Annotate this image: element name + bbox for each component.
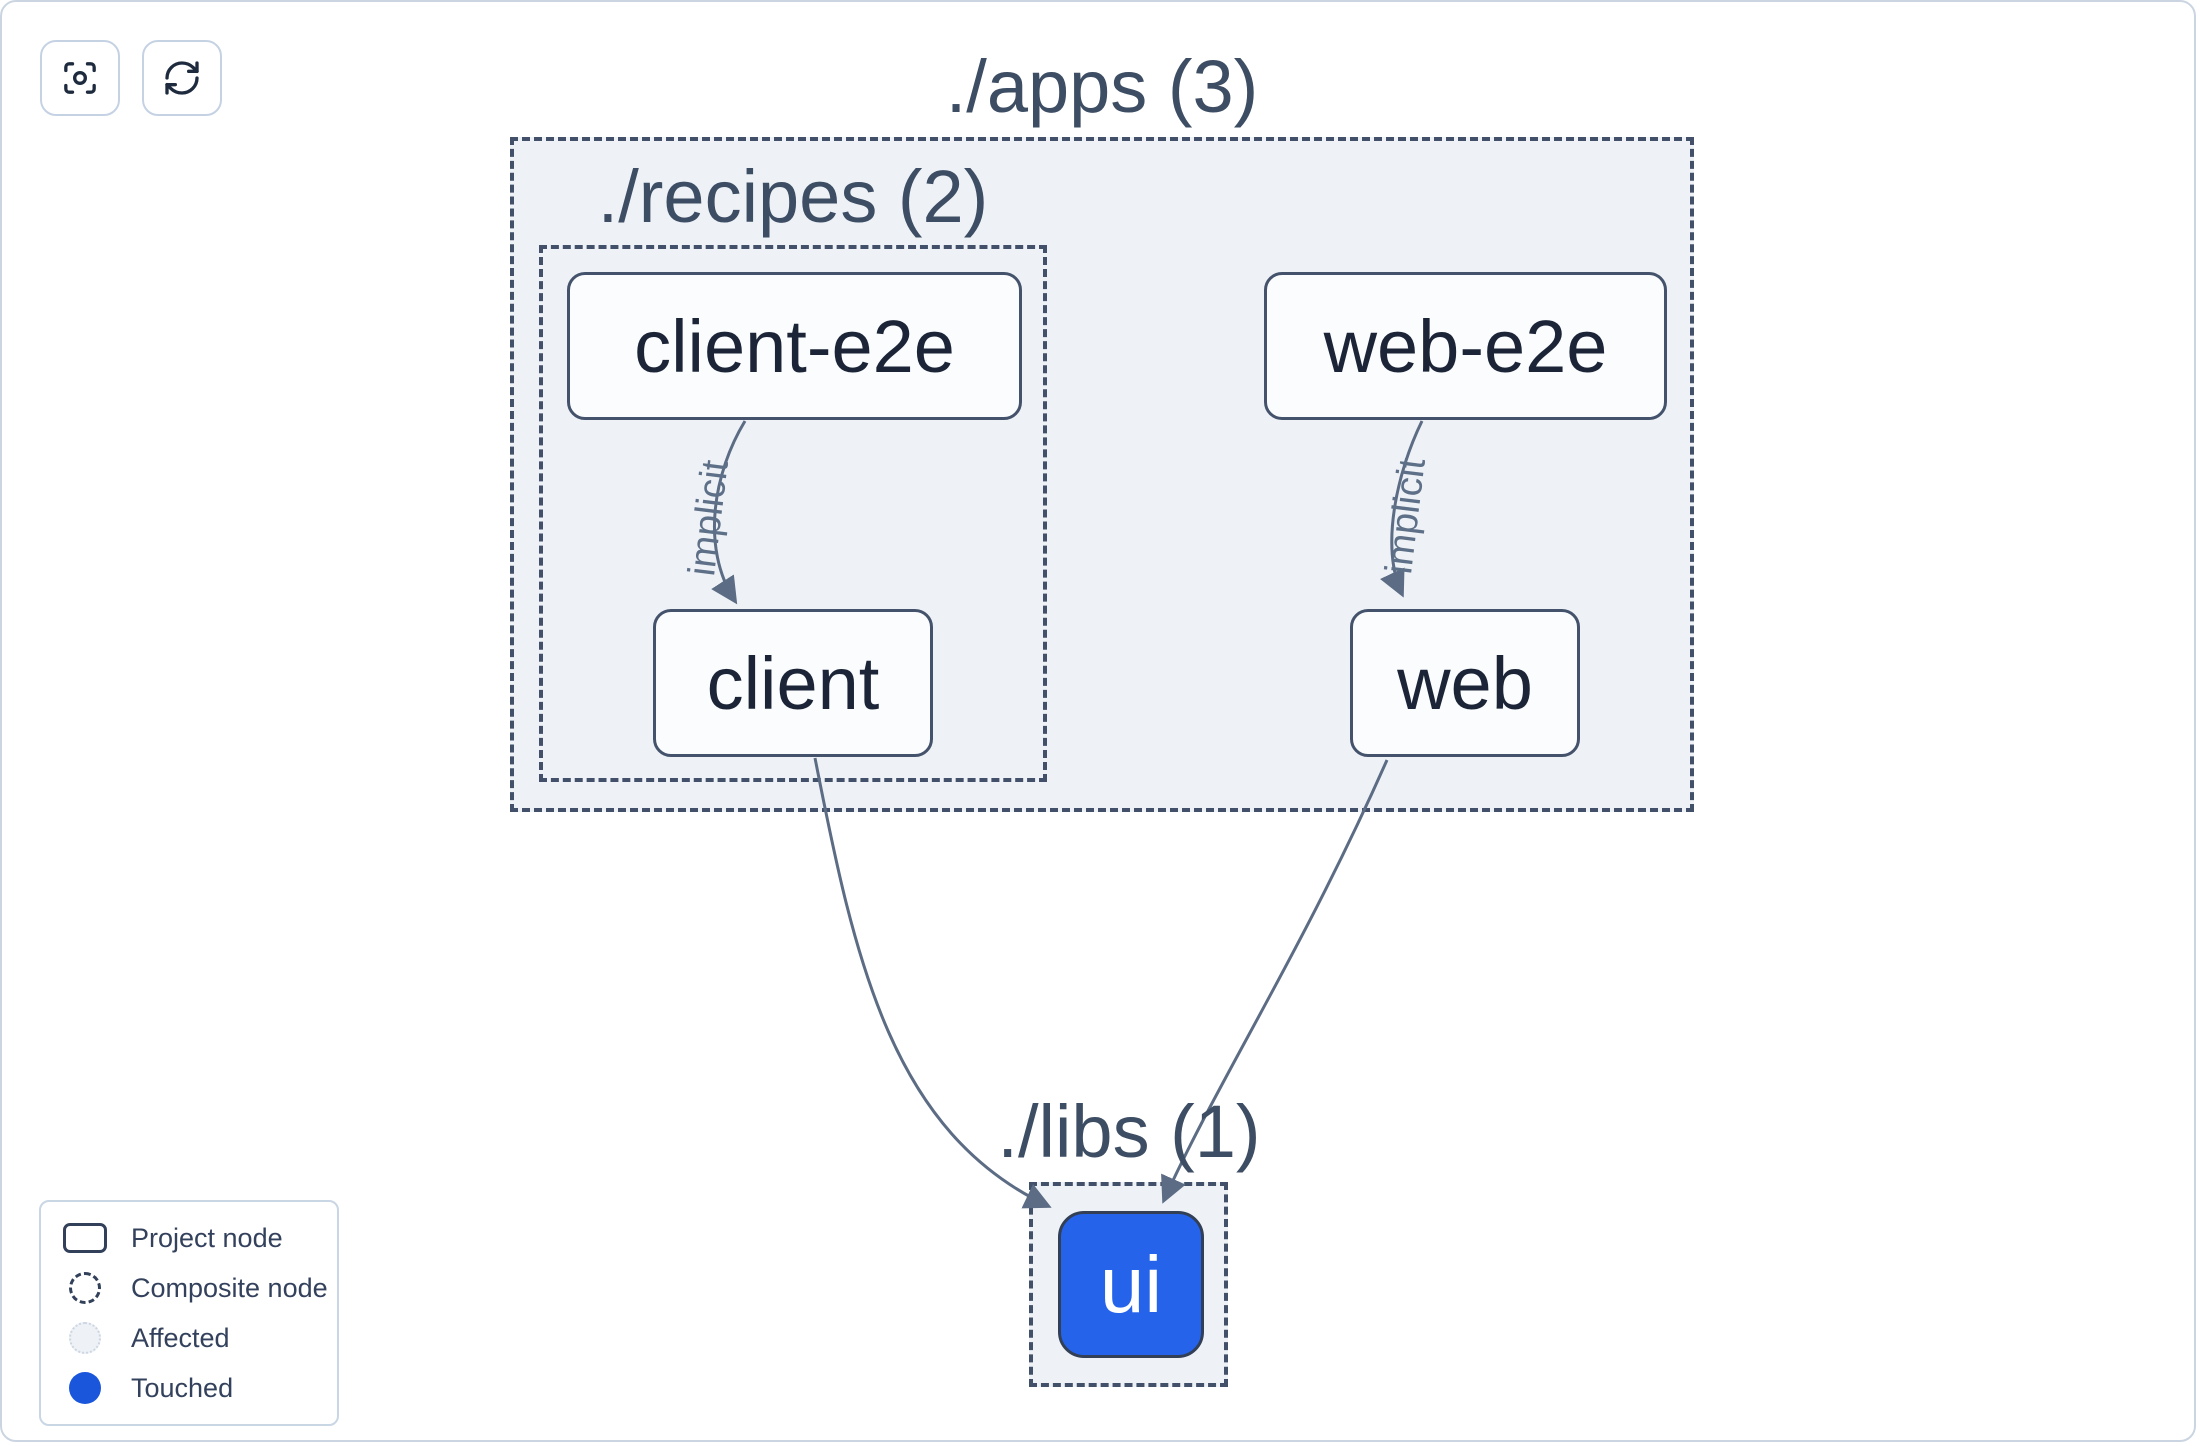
refresh-icon xyxy=(162,58,202,98)
edge-client-to-ui xyxy=(813,757,1052,1209)
node-ui[interactable]: ui xyxy=(1058,1211,1204,1358)
node-client[interactable]: client xyxy=(653,609,933,757)
affected-swatch xyxy=(57,1322,113,1354)
legend-label: Touched xyxy=(131,1372,234,1403)
group-recipes xyxy=(539,245,1047,782)
legend-label: Affected xyxy=(131,1322,230,1353)
refresh-button[interactable] xyxy=(142,40,222,116)
edge-client-e2e-to-client xyxy=(711,420,747,605)
node-client-e2e[interactable]: client-e2e xyxy=(567,272,1022,420)
node-web[interactable]: web xyxy=(1350,609,1580,757)
focus-crosshair-icon xyxy=(60,58,100,98)
legend-item-project-node: Project node xyxy=(57,1220,321,1256)
touched-swatch xyxy=(57,1372,113,1404)
legend-item-touched: Touched xyxy=(57,1370,321,1406)
composite-node-swatch xyxy=(57,1272,113,1304)
project-node-swatch xyxy=(57,1223,113,1253)
legend-label: Project node xyxy=(131,1222,283,1253)
toolbar xyxy=(40,40,222,116)
legend-label: Composite node xyxy=(131,1272,328,1303)
legend-item-composite-node: Composite node xyxy=(57,1270,328,1306)
edge-web-e2e-to-web xyxy=(1380,420,1424,598)
legend: Project node Composite node Affected Tou… xyxy=(39,1200,339,1426)
center-graph-button[interactable] xyxy=(40,40,120,116)
edge-web-to-ui xyxy=(1161,759,1389,1204)
legend-item-affected: Affected xyxy=(57,1320,321,1356)
node-web-e2e[interactable]: web-e2e xyxy=(1264,272,1667,420)
